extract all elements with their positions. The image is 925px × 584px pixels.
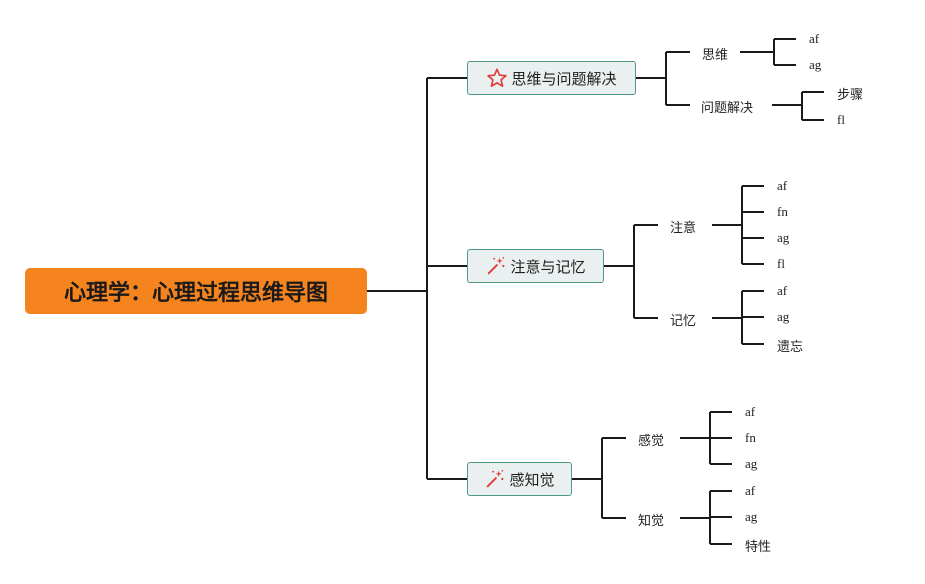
leaf-topic[interactable]: fl: [837, 112, 845, 127]
leaf-topic[interactable]: 遗忘: [777, 340, 804, 355]
leaf-topic[interactable]: ag: [777, 230, 790, 245]
branch-attention-memory[interactable]: 注意与记忆: [467, 249, 604, 283]
magic-wand-icon: [488, 256, 505, 275]
root-topic[interactable]: 心理学：心理过程思维导图: [25, 268, 367, 314]
branch-label: 注意与记忆: [510, 257, 586, 276]
leaf-topic[interactable]: ag: [745, 509, 758, 524]
leaf-topic[interactable]: fn: [745, 430, 756, 445]
leaf-topic[interactable]: ag: [809, 57, 822, 72]
subtopic-sensation[interactable]: 感觉: [638, 434, 665, 449]
leaf-topic[interactable]: af: [777, 283, 788, 298]
subtopic-perception[interactable]: 知觉: [638, 514, 665, 529]
branch-perception[interactable]: 感知觉: [467, 462, 572, 496]
leaf-topic[interactable]: ag: [777, 309, 790, 324]
leaf-topic[interactable]: 特性: [745, 540, 772, 555]
subtopic-thinking[interactable]: 思维: [702, 48, 729, 63]
branch-thinking-problem-solving[interactable]: 思维与问题解决: [467, 61, 636, 95]
subtopic-attention[interactable]: 注意: [670, 221, 697, 236]
leaf-topic[interactable]: fn: [777, 204, 788, 219]
leaf-topic[interactable]: ag: [745, 456, 758, 471]
subtopic-memory[interactable]: 记忆: [670, 314, 697, 329]
leaf-topic[interactable]: af: [745, 404, 756, 419]
root-topic-label: 心理学：心理过程思维导图: [63, 281, 328, 306]
leaf-topic[interactable]: af: [777, 178, 788, 193]
star-icon: [487, 68, 508, 87]
subtopic-problem-solving[interactable]: 问题解决: [701, 101, 754, 116]
leaf-topic[interactable]: fl: [777, 256, 785, 271]
magic-wand-icon: [487, 469, 504, 488]
leaf-topic[interactable]: 步骤: [837, 88, 864, 103]
leaf-topic[interactable]: af: [809, 31, 820, 46]
branch-label: 思维与问题解决: [511, 69, 617, 88]
leaf-topic[interactable]: af: [745, 483, 756, 498]
branch-label: 感知觉: [509, 470, 555, 489]
